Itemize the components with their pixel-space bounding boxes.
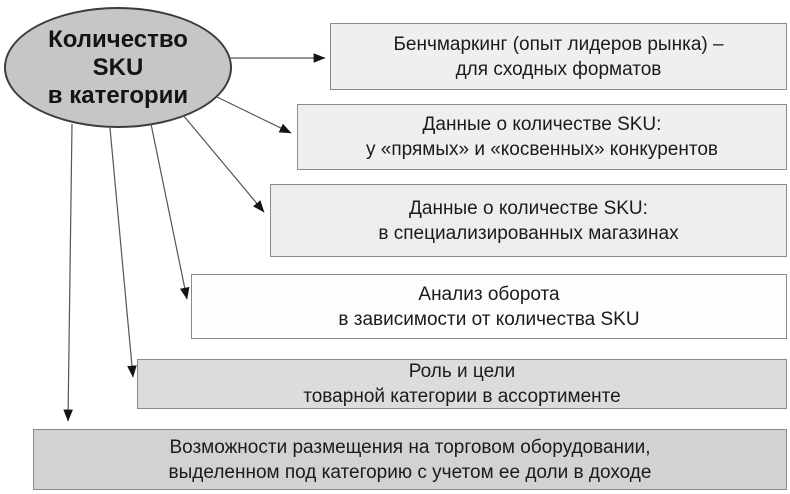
- node-title-line: в категории: [47, 81, 189, 109]
- box-text-line: Данные о количестве SKU:: [409, 197, 648, 219]
- box-turnover-analysis: Анализ оборота в зависимости от количест…: [191, 274, 787, 339]
- box-sku-data-competitors: Данные о количестве SKU: у «прямых» и «к…: [297, 104, 787, 170]
- box-category-role-goals: Роль и цели товарной категории в ассорти…: [137, 359, 787, 409]
- node-sku-quantity-in-category: Количество SKU в категории: [4, 7, 232, 128]
- node-title-line: Количество: [48, 25, 188, 53]
- box-text-line: для сходных форматов: [455, 58, 662, 80]
- box-text-line: Роль и цели: [408, 361, 516, 382]
- box-text-line: Анализ оборота: [418, 283, 560, 305]
- box-text-line: в зависимости от количества SKU: [338, 308, 640, 330]
- box-equipment-placement: Возможности размещения на торговом обору…: [33, 429, 787, 490]
- node-title-line: SKU: [92, 53, 144, 81]
- box-text-line: в специализированных магазинах: [378, 222, 679, 244]
- arrow-to-sku-data-specialized-stores: [182, 114, 265, 213]
- box-sku-data-specialized-stores: Данные о количестве SKU: в специализиров…: [270, 184, 787, 257]
- arrow-to-sku-data-competitors: [216, 96, 292, 134]
- box-text-line: Данные о количестве SKU:: [422, 114, 662, 135]
- arrow-to-turnover-analysis: [150, 123, 190, 300]
- arrow-to-equipment-placement: [63, 123, 73, 422]
- box-benchmarking: Бенчмаркинг (опыт лидеров рынка) – для с…: [330, 23, 787, 90]
- box-text-line: Бенчмаркинг (опыт лидеров рынка) –: [393, 33, 724, 55]
- arrow-to-category-role-goals: [109, 127, 137, 378]
- box-text-line: у «прямых» и «косвенных» конкурентов: [365, 139, 718, 160]
- box-text-line: Возможности размещения на торговом обору…: [169, 436, 651, 458]
- box-text-line: товарной категории в ассортименте: [303, 386, 621, 407]
- box-text-line: выделенном под категорию с учетом ее дол…: [168, 461, 652, 483]
